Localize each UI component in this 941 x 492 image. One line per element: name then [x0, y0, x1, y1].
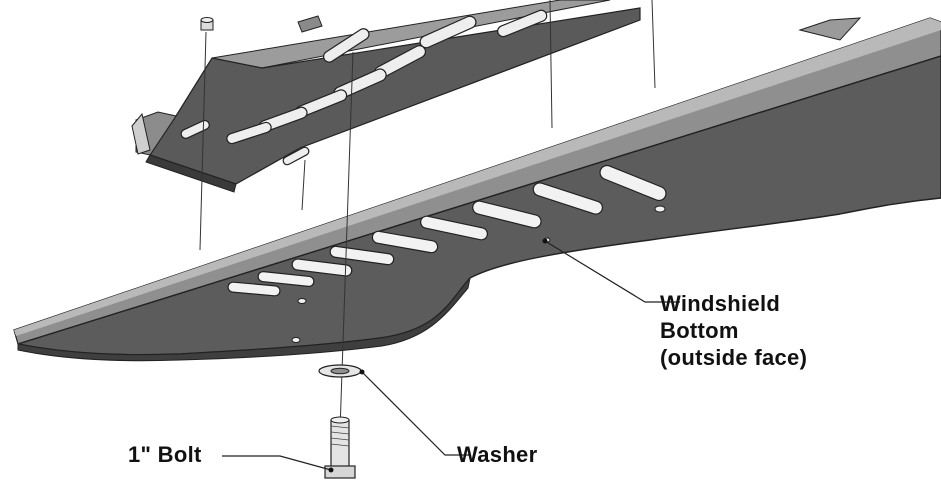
bolt-leader-dot	[328, 467, 334, 473]
windshield-bottom-label: Windshield Bottom (outside face)	[660, 290, 807, 371]
upper-mounting-bracket	[131, 0, 641, 193]
windshield-bottom-slots	[227, 164, 667, 297]
windshield-leader-dot	[542, 238, 548, 244]
washer-label: Washer	[457, 442, 538, 467]
upper-bracket-slots	[180, 9, 548, 166]
windshield-label-line3: (outside face)	[660, 345, 808, 370]
bolt-label: 1" Bolt	[128, 442, 202, 467]
windshield-label-line1: Windshield	[660, 291, 781, 316]
top-screw-icon	[200, 17, 214, 31]
washer-leader-dot	[359, 369, 365, 375]
washer-icon	[318, 364, 362, 378]
windshield-label-line2: Bottom	[660, 318, 739, 343]
leader-lines	[222, 240, 680, 471]
